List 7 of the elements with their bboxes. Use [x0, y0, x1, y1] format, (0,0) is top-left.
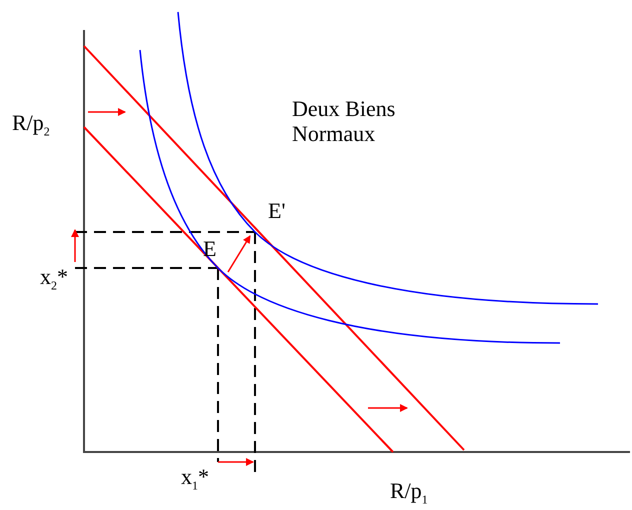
axis-label: R/p$_{2}$ [12, 110, 50, 140]
point-label: E' [268, 198, 286, 224]
axis-label: x$_{1}$* [181, 464, 209, 494]
axis-label: x$_{2}$* [40, 264, 68, 294]
chart-title: Deux Biens Normaux [292, 96, 396, 147]
axis-label: R/p$_{1}$ [390, 478, 428, 508]
point-label: E [203, 236, 216, 262]
